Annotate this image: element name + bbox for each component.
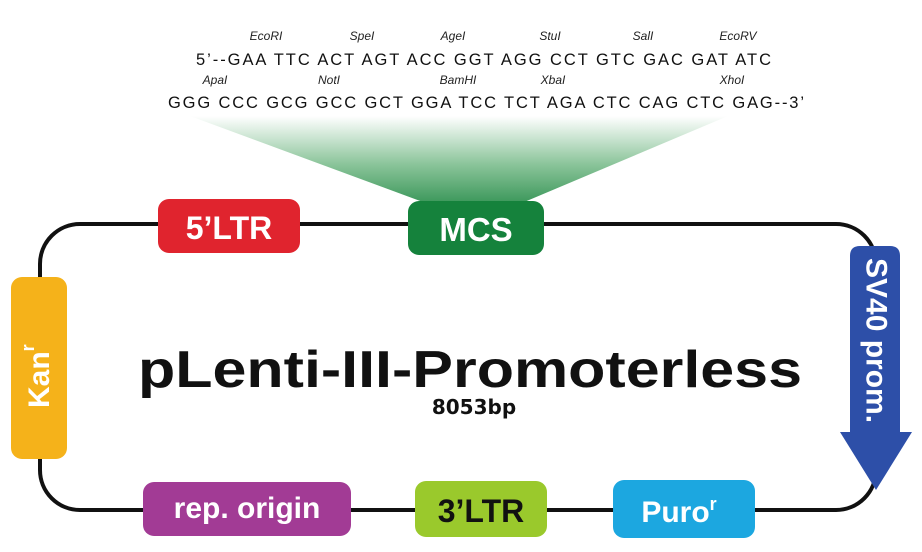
feature-kan-label: Kan [23, 351, 56, 408]
feature-puro-label: Puro [641, 496, 709, 529]
enzyme-xhoi: XhoI [719, 73, 745, 87]
svg-text:Kanr: Kanr [18, 344, 56, 408]
enzyme-ecori: EcoRI [250, 29, 283, 43]
plasmid-name: pLenti-III-Promoterless [138, 341, 802, 399]
feature-kan-resistance: Kanr [11, 277, 67, 459]
enzyme-stui: StuI [539, 29, 561, 43]
enzyme-agei: AgeI [440, 29, 466, 43]
mcs-expansion-fan [190, 116, 728, 222]
svg-text:Puror: Puror [641, 494, 716, 529]
feature-kan-superscript: r [18, 344, 38, 351]
feature-sv40-label: SV40 prom. [860, 258, 893, 423]
feature-3-ltr: 3’LTR [415, 481, 547, 537]
feature-5-ltr: 5’LTR [158, 199, 300, 253]
feature-5-ltr-label: 5’LTR [186, 210, 273, 246]
enzyme-ecorv: EcoRV [719, 29, 757, 43]
feature-rep-origin-label: rep. origin [174, 492, 321, 525]
enzyme-sali: SalI [633, 29, 654, 43]
feature-sv40-promoter: SV40 prom. [840, 246, 912, 490]
enzyme-apai: ApaI [202, 73, 228, 87]
feature-mcs-label: MCS [439, 211, 512, 248]
feature-puro-superscript: r [710, 494, 717, 514]
feature-rep-origin: rep. origin [143, 482, 351, 536]
enzyme-noti: NotI [318, 73, 341, 87]
enzyme-spei: SpeI [350, 29, 375, 43]
enzyme-bamhi: BamHI [440, 73, 477, 87]
enzyme-xbai: XbaI [540, 73, 566, 87]
plasmid-size: 8053bp [432, 395, 516, 419]
mcs-sequence-panel: EcoRI SpeI AgeI StuI SalI EcoRV 5’--GAA … [168, 29, 804, 112]
feature-mcs: MCS [408, 201, 544, 255]
sequence-row-1: 5’--GAA TTC ACT AGT ACC GGT AGG CCT GTC … [196, 51, 771, 69]
feature-3-ltr-label: 3’LTR [438, 493, 525, 529]
sequence-row-2: GGG CCC GCG GCC GCT GGA TCC TCT AGA CTC … [168, 94, 804, 112]
feature-puro-resistance: Puror [613, 480, 755, 538]
